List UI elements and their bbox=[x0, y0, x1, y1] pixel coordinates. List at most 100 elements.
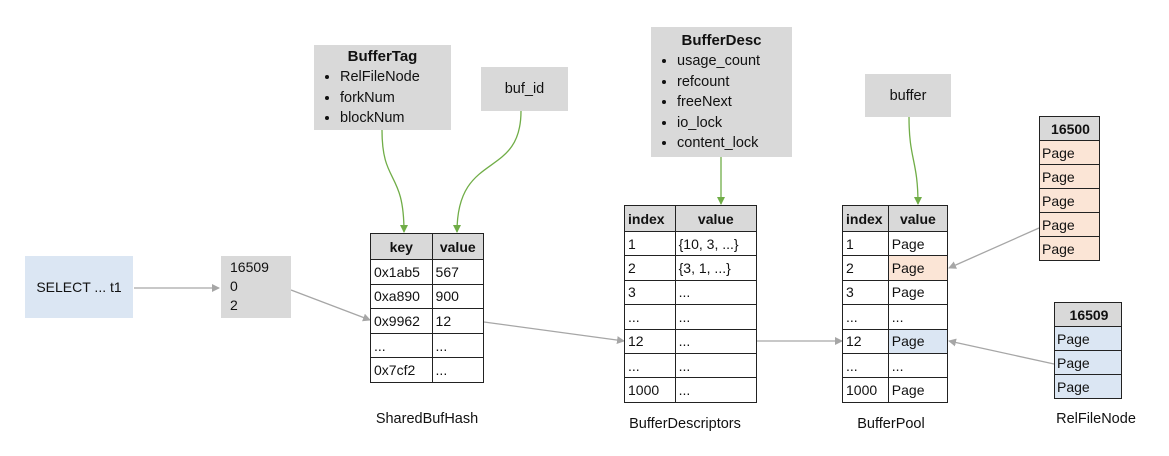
page-cell: Page bbox=[1054, 374, 1122, 399]
table-cell: {10, 3, ...} bbox=[674, 230, 758, 257]
table-cell: ... bbox=[674, 352, 758, 379]
bufferdesc-item: usage_count bbox=[677, 51, 792, 72]
table-cell-highlighted: Page bbox=[887, 328, 949, 354]
table-row: 0x9962 12 bbox=[370, 308, 485, 334]
buffertag-item: blockNum bbox=[340, 108, 451, 129]
table-row: Page bbox=[1039, 140, 1100, 165]
buffertag-title: BufferTag bbox=[347, 48, 418, 65]
table-cell: ... bbox=[842, 352, 889, 379]
arrow-16500-to-pool bbox=[948, 227, 1040, 269]
column-header: key bbox=[370, 233, 433, 260]
table-header-row: index value bbox=[842, 205, 949, 232]
table-row: 2 Page bbox=[842, 255, 949, 281]
table-cell: 1000 bbox=[842, 377, 889, 403]
arrow-bufid-to-value bbox=[453, 110, 522, 233]
buffertag-item: RelFileNode bbox=[340, 67, 451, 88]
page-cell: Page bbox=[1039, 236, 1100, 261]
relfile-16509-table: 16509 Page Page Page bbox=[1054, 302, 1122, 399]
table-cell: {3, 1, ...} bbox=[674, 255, 758, 281]
arrow-buffer-to-value bbox=[908, 116, 922, 205]
arrow-hash-to-descriptors bbox=[483, 321, 625, 345]
shared-buf-hash-table: key value 0x1ab5 567 0xa890 900 0x9962 1… bbox=[370, 233, 485, 383]
buffertag-item: forkNum bbox=[340, 88, 451, 109]
table-cell: 2 bbox=[624, 255, 676, 281]
table-row: ... ... bbox=[842, 304, 949, 330]
table-cell: 0xa890 bbox=[370, 283, 433, 310]
table-cell: ... bbox=[624, 352, 676, 379]
relfile-16500-table: 16500 Page Page Page Page Page bbox=[1039, 116, 1100, 261]
table-row: 1 Page bbox=[842, 230, 949, 257]
table-row: Page bbox=[1039, 212, 1100, 237]
table-cell: ... bbox=[624, 304, 676, 330]
table-row: ... ... bbox=[842, 352, 949, 379]
table-cell: 12 bbox=[624, 328, 676, 354]
query-text: SELECT ... t1 bbox=[36, 279, 122, 295]
arrow-16509-to-pool bbox=[948, 338, 1055, 365]
buffer-descriptors-table: index value 1 {10, 3, ...} 2 {3, 1, ...}… bbox=[624, 205, 758, 403]
table-row: 2 {3, 1, ...} bbox=[624, 255, 758, 281]
table-row: Page bbox=[1054, 326, 1122, 351]
table-cell: ... bbox=[674, 377, 758, 403]
buffertag-box: BufferTag RelFileNode forkNum blockNum bbox=[314, 45, 451, 130]
table-cell: 3 bbox=[842, 279, 889, 306]
table-row: 3 Page bbox=[842, 279, 949, 306]
table-row: Page bbox=[1039, 188, 1100, 213]
shared-buf-hash-caption: SharedBufHash bbox=[375, 411, 479, 427]
table-cell: ... bbox=[674, 328, 758, 354]
page-cell: Page bbox=[1039, 164, 1100, 189]
page-cell: Page bbox=[1054, 326, 1122, 351]
table-cell: Page bbox=[887, 377, 949, 403]
buf-id-label: buf_id bbox=[504, 81, 545, 97]
table-cell: 1 bbox=[842, 230, 889, 257]
page-cell: Page bbox=[1054, 350, 1122, 375]
table-cell: 1000 bbox=[624, 377, 676, 403]
buf-id-box: buf_id bbox=[481, 67, 568, 111]
arrow-buffertag-to-key bbox=[381, 129, 408, 233]
table-cell: 1 bbox=[624, 230, 676, 257]
relfile-id: 16509 bbox=[1054, 302, 1122, 327]
bufferdesc-item: io_lock bbox=[677, 113, 792, 134]
table-row: ... ... bbox=[624, 304, 758, 330]
table-cell: 12 bbox=[431, 308, 485, 334]
table-header-row: 16500 bbox=[1039, 116, 1100, 141]
bufferdesc-item: refcount bbox=[677, 72, 792, 93]
table-cell: 2 bbox=[842, 255, 889, 281]
table-row: 0xa890 900 bbox=[370, 283, 485, 310]
bufferdesc-box: BufferDesc usage_count refcount freeNext… bbox=[651, 27, 792, 157]
query-box: SELECT ... t1 bbox=[25, 256, 133, 318]
table-cell: 0x1ab5 bbox=[370, 259, 433, 285]
buffer-pool-caption: BufferPool bbox=[857, 416, 925, 432]
table-header-row: index value bbox=[624, 205, 758, 232]
column-header: value bbox=[431, 233, 485, 260]
table-row: ... ... bbox=[624, 352, 758, 379]
page-cell: Page bbox=[1039, 212, 1100, 237]
table-row: 3 ... bbox=[624, 279, 758, 306]
table-row: Page bbox=[1054, 350, 1122, 375]
bufferdesc-item: freeNext bbox=[677, 92, 792, 113]
tuple-line: 2 bbox=[230, 297, 238, 313]
relfilenode-caption: RelFileNode bbox=[1056, 411, 1136, 427]
buffer-descriptors-caption: BufferDescriptors bbox=[629, 416, 741, 432]
page-cell: Page bbox=[1039, 140, 1100, 165]
table-cell: ... bbox=[674, 304, 758, 330]
table-row: Page bbox=[1054, 374, 1122, 399]
table-header-row: key value bbox=[370, 233, 485, 260]
column-header: index bbox=[842, 205, 889, 232]
table-row: 1 {10, 3, ...} bbox=[624, 230, 758, 257]
table-cell-highlighted: Page bbox=[887, 255, 949, 281]
table-cell: ... bbox=[431, 332, 485, 359]
table-row: 0x1ab5 567 bbox=[370, 259, 485, 285]
buffer-box: buffer bbox=[865, 74, 951, 117]
table-cell: ... bbox=[887, 352, 949, 379]
table-row: 12 ... bbox=[624, 328, 758, 354]
relfile-id: 16500 bbox=[1039, 116, 1100, 141]
table-cell: ... bbox=[370, 332, 433, 359]
table-cell: ... bbox=[431, 357, 485, 383]
table-cell: 0x7cf2 bbox=[370, 357, 433, 383]
column-header: value bbox=[887, 205, 949, 232]
bufferdesc-item: content_lock bbox=[677, 133, 792, 154]
table-row: 0x7cf2 ... bbox=[370, 357, 485, 383]
table-row: ... ... bbox=[370, 332, 485, 359]
table-row: Page bbox=[1039, 164, 1100, 189]
table-row: 1000 ... bbox=[624, 377, 758, 403]
